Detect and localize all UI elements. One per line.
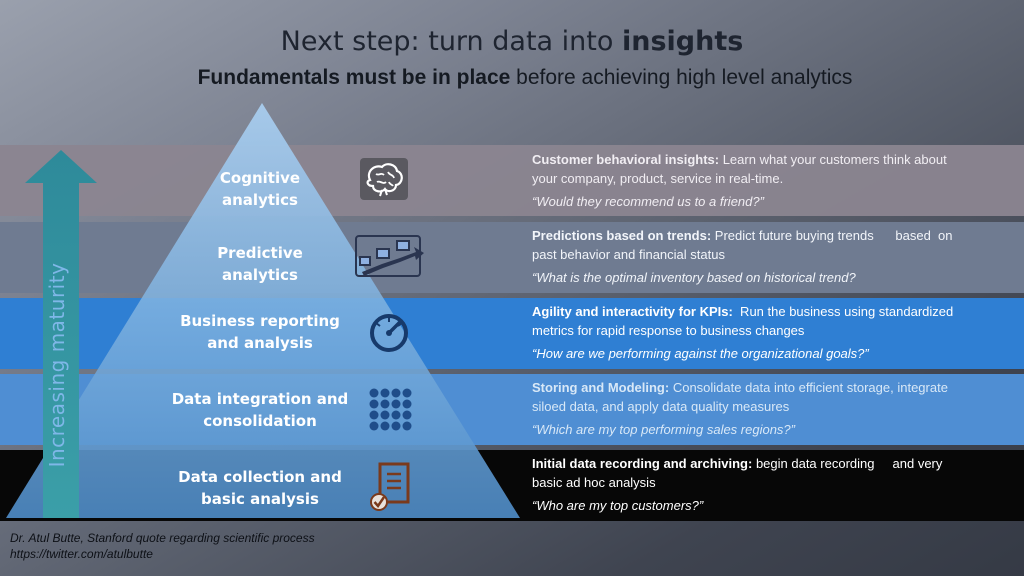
desc-question: “Which are my top performing sales regio… [532,422,795,437]
footnote-link[interactable]: https://twitter.com/atulbutte [10,547,153,561]
level-label-line: and analysis [207,334,313,352]
desc-text: siloed data, and apply data quality meas… [532,399,790,414]
desc-predictive: Predictions based on trends: Predict fut… [532,226,1024,287]
level-label-line: basic analysis [201,490,319,508]
desc-question: “What is the optimal inventory based on … [532,270,856,285]
level-label-line: Cognitive [219,169,301,187]
source-footnote: Dr. Atul Butte, Stanford quote regarding… [10,530,315,562]
maturity-label-text: Increasing maturity [45,262,69,468]
pyramid-shape [6,103,520,518]
checklist-icon [370,462,410,511]
band-cognitive [0,145,1024,216]
brain-icon [360,158,408,200]
desc-heading: Storing and Modeling: [532,380,670,395]
desc-line: Predictions based on trends: Predict fut… [532,226,1024,245]
level-label-business-reporting: Business reporting and analysis [170,310,350,354]
level-label-line: consolidation [203,412,317,430]
slide-title: Next step: turn data into insights [0,26,1024,57]
level-label-line: Predictive [217,244,303,262]
desc-text: metrics for rapid response to business c… [532,323,805,338]
speedometer-icon [370,314,408,352]
level-label-line: Business reporting [180,312,340,330]
trend-icon [355,235,424,277]
level-label-predictive: Predictive analytics [190,242,330,286]
desc-cognitive: Customer behavioral insights: Learn what… [532,150,1024,211]
level-label-line: Data integration and [171,390,349,408]
desc-line: Storing and Modeling: Consolidate data i… [532,378,1024,397]
desc-text: Predict future buying trends based on [711,228,953,243]
desc-text: basic ad hoc analysis [532,475,656,490]
desc-business-reporting: Agility and interactivity for KPIs: Run … [532,302,1024,363]
desc-heading: Customer behavioral insights: [532,152,720,167]
desc-text: Learn what your customers think about [719,152,947,167]
level-label-line: Data collection and [178,468,342,486]
desc-line: Initial data recording and archiving: be… [532,454,1024,473]
level-label-data-collection: Data collection and basic analysis [160,466,360,510]
desc-data-integration: Storing and Modeling: Consolidate data i… [532,378,1024,439]
desc-text: begin data recording and very [752,456,943,471]
level-label-data-integration: Data integration and consolidation [160,388,360,432]
slide-subtitle: Fundamentals must be in place before ach… [0,66,1024,90]
level-label-line: analytics [222,266,298,284]
desc-line: Customer behavioral insights: Learn what… [532,150,1024,169]
desc-heading: Agility and interactivity for KPIs: [532,304,733,319]
level-label-cognitive: Cognitive analytics [200,167,320,211]
desc-text: Run the business using standardized [732,304,954,319]
desc-text: Consolidate data into efficient storage,… [669,380,948,395]
title-text: Next step: turn data into [280,26,622,57]
desc-question: “Who are my top customers?” [532,498,704,513]
subtitle-emphasis: Fundamentals must be in place [197,66,511,89]
maturity-arrow [25,150,97,518]
desc-question: “How are we performing against the organ… [532,346,869,361]
subtitle-text: before achieving high level analytics [510,66,853,89]
desc-question: “Would they recommend us to a friend?” [532,194,764,209]
desc-heading: Predictions based on trends: [532,228,712,243]
dot-grid-icon [369,388,412,431]
desc-line: Agility and interactivity for KPIs: Run … [532,302,1024,321]
footnote-citation: Dr. Atul Butte, Stanford quote regarding… [10,531,315,545]
desc-data-collection: Initial data recording and archiving: be… [532,454,1024,515]
level-label-line: analytics [222,191,298,209]
desc-text: past behavior and financial status [532,247,725,262]
title-emphasis: insights [621,26,744,57]
desc-heading: Initial data recording and archiving: [532,456,753,471]
desc-text: your company, product, service in real-t… [532,171,784,186]
